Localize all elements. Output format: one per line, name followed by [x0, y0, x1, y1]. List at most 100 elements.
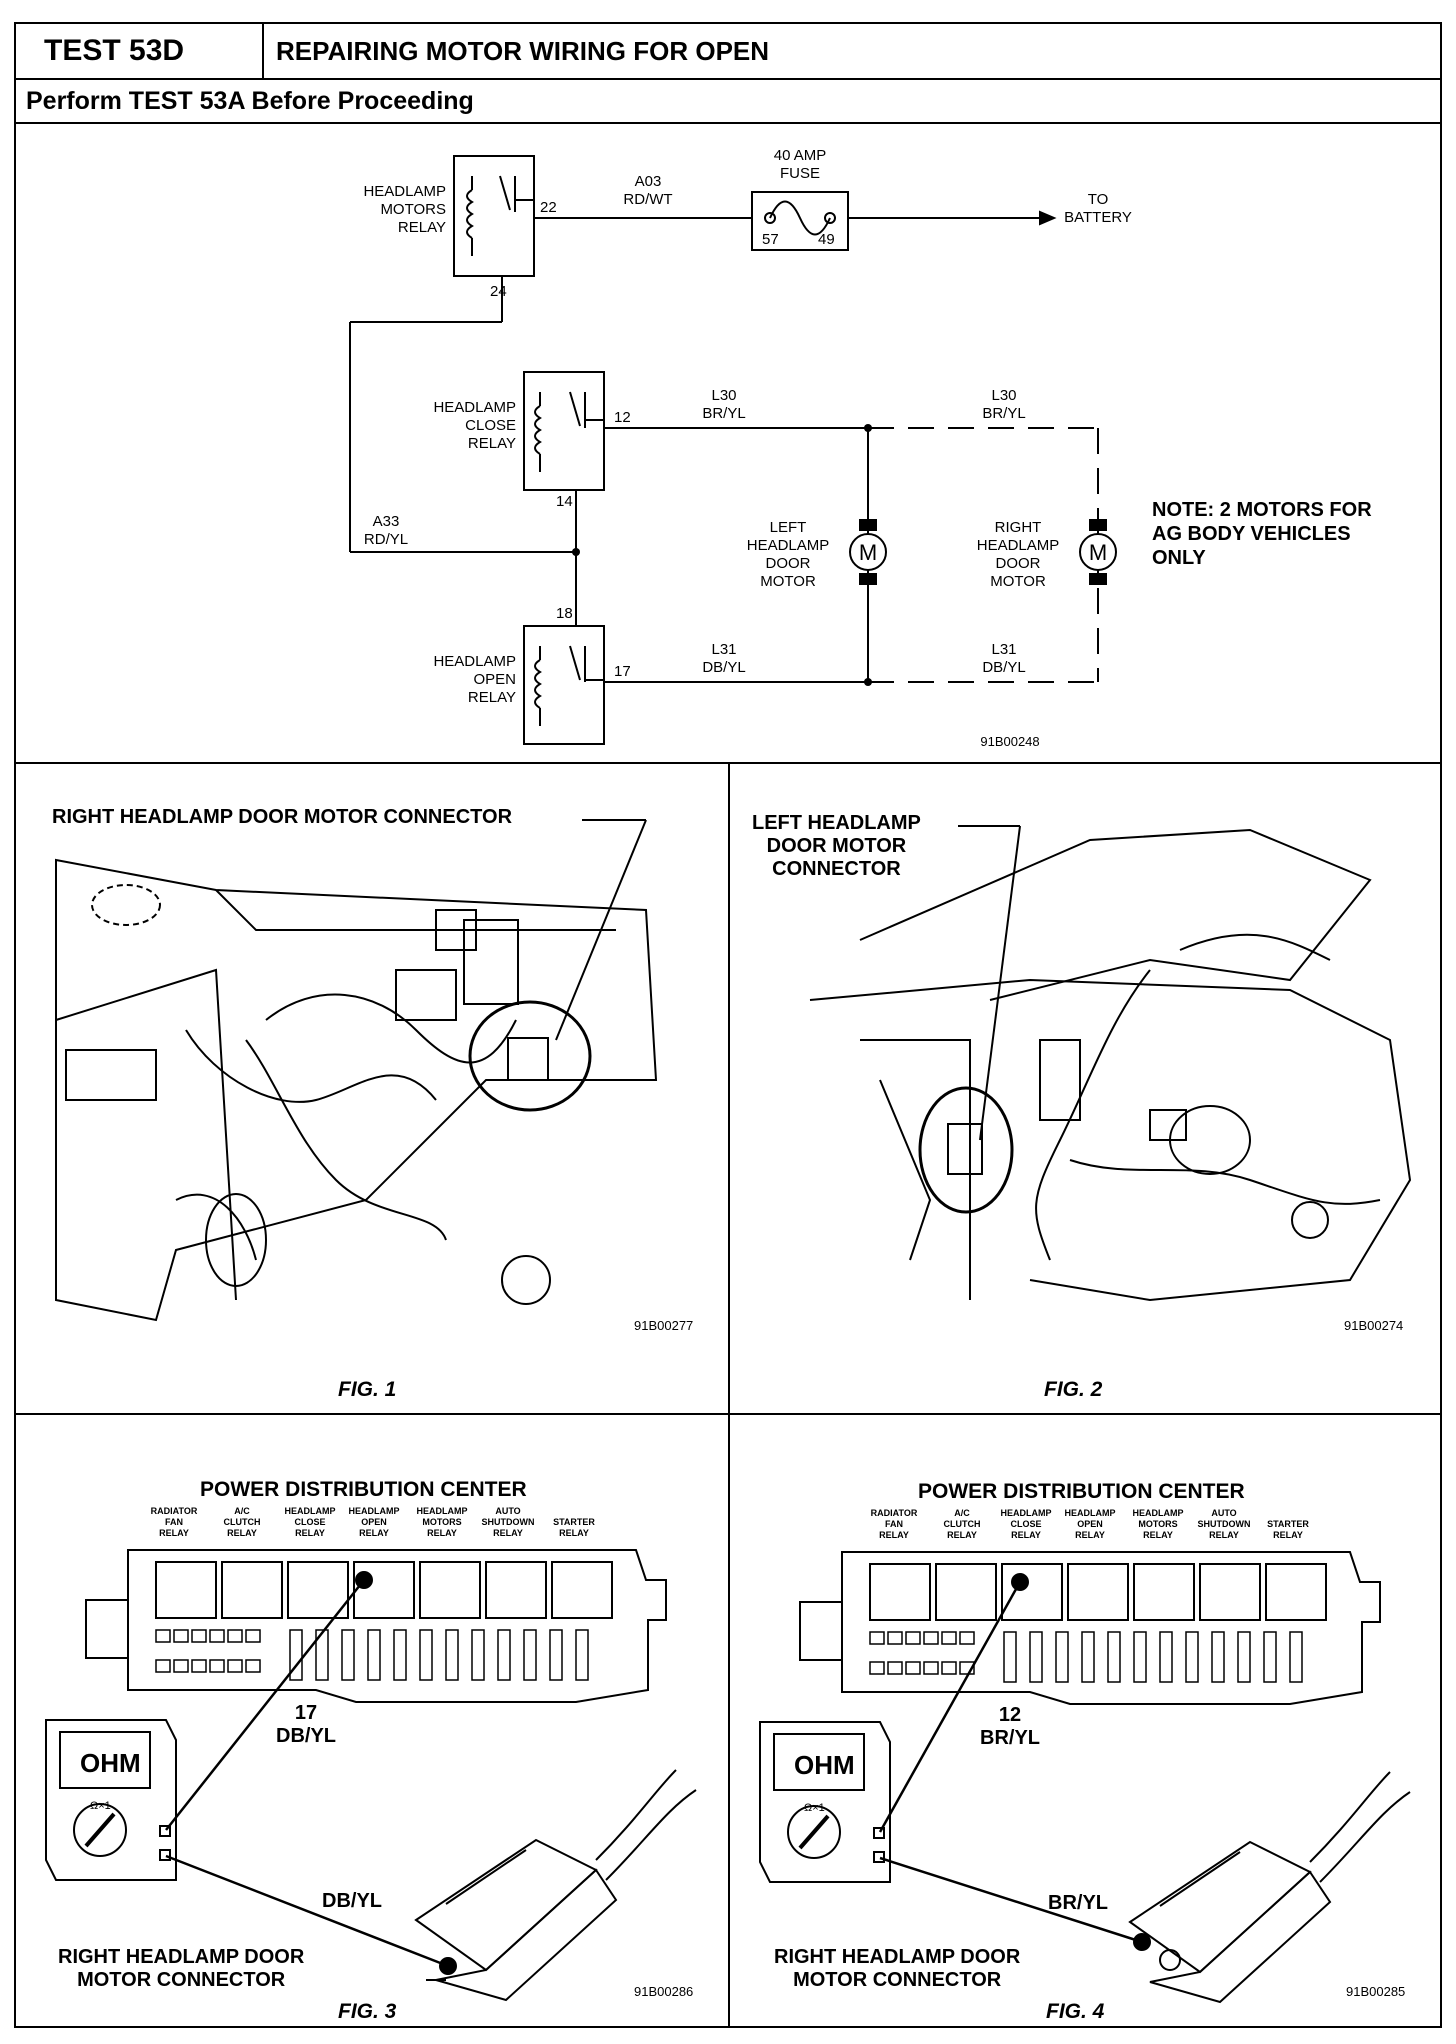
fig1-code: 91B00277 [634, 1318, 694, 1333]
wire-l30-right-id: L30 [991, 387, 1016, 404]
fig3-relay3-line1: HEADLAMP [285, 1506, 336, 1516]
fig3-pin: 17 DB/YL [276, 1702, 336, 1748]
fig4-relay1-line2: FAN [885, 1519, 903, 1529]
fig4-pin-wire: BR/YL [980, 1727, 1040, 1749]
fig3-illustration [45, 1549, 697, 2002]
left-motor-line4: MOTOR [760, 573, 816, 590]
wire-l31-right-color: DB/YL [982, 659, 1025, 676]
pin-22: 22 [540, 199, 557, 216]
wire-a33-id: A33 [373, 513, 400, 530]
close-relay-line1: HEADLAMP [433, 399, 516, 416]
wire-l30-right-color: BR/YL [982, 405, 1025, 422]
fig3-wire-label: DB/YL [322, 1890, 382, 1912]
fuse-pin-49: 49 [818, 231, 835, 248]
close-relay-line3: RELAY [468, 435, 516, 452]
fig4-connector-line1: RIGHT HEADLAMP DOOR [774, 1946, 1021, 1968]
fig4-pin-number: 12 [998, 1704, 1022, 1726]
wire-l31-left-id: L31 [711, 641, 736, 658]
fig4-relay6-line1: AUTO [1211, 1508, 1236, 1518]
fig1-illustration [55, 819, 658, 1322]
fig3-connector-line1: RIGHT HEADLAMP DOOR [58, 1946, 305, 1968]
fig4-relay6-line2: SHUTDOWN [1198, 1519, 1251, 1529]
fig1-caption: FIG. 1 [338, 1378, 397, 1401]
note-line3: ONLY [1152, 547, 1206, 569]
fig4-relay2-line2: CLUTCH [944, 1519, 981, 1529]
fig3-pin-wire: DB/YL [276, 1725, 336, 1747]
fig3-relay2-line1: A/C [234, 1506, 250, 1516]
right-motor-line1: RIGHT [995, 519, 1042, 536]
fig3-relay1-line1: RADIATOR [151, 1506, 198, 1516]
fig3-connector-label: RIGHT HEADLAMP DOOR MOTOR CONNECTOR [58, 1946, 304, 1992]
wiring-schematic: M M HEADLAMP MOTORS RELAY 22 24 A03 RD/W… [349, 147, 1372, 749]
fig3-relay4-line2: OPEN [361, 1517, 387, 1527]
fig3-caption: FIG. 3 [338, 2000, 397, 2023]
motors-relay-line3: RELAY [398, 219, 446, 236]
pin-17: 17 [614, 663, 631, 680]
fig4-relay5-line2: MOTORS [1138, 1519, 1177, 1529]
fig3-code: 91B00286 [634, 1984, 694, 1999]
fig2-code: 91B00274 [1344, 1318, 1404, 1333]
fig3-relay6-line1: AUTO [495, 1506, 520, 1516]
fig4-relay4-line3: RELAY [1075, 1530, 1105, 1540]
fig3-relay7-line1: STARTER [553, 1517, 595, 1527]
fig4-relay5-line1: HEADLAMP [1133, 1508, 1184, 1518]
pin-12: 12 [614, 409, 631, 426]
close-relay-line2: CLOSE [465, 417, 516, 434]
divider-columns [728, 762, 730, 2028]
fig4-wire-label: BR/YL [1048, 1892, 1108, 1914]
fig2-illustration [809, 825, 1412, 1302]
fig4-relay-labels: RADIATOR FAN RELAY A/C CLUTCH RELAY HEAD… [871, 1508, 1310, 1540]
fig4-meter-display: OHM [794, 1750, 855, 1780]
fig3-relay7-line2: RELAY [559, 1528, 589, 1538]
fig4-relay3-line3: RELAY [1011, 1530, 1041, 1540]
fig4-relay3-line1: HEADLAMP [1001, 1508, 1052, 1518]
fig2-caption: FIG. 2 [1044, 1378, 1103, 1401]
fig3-pin-number: 17 [294, 1702, 318, 1724]
fig3-relay4-line3: RELAY [359, 1528, 389, 1538]
fig4-relay4-line1: HEADLAMP [1065, 1508, 1116, 1518]
left-motor-line2: HEADLAMP [747, 537, 830, 554]
fig3-relay2-line3: RELAY [227, 1528, 257, 1538]
pin-24: 24 [490, 283, 507, 300]
fig3-relay4-line1: HEADLAMP [349, 1506, 400, 1516]
fig2-callout-line1: LEFT HEADLAMP [752, 812, 921, 834]
fig4-relay7-line1: STARTER [1267, 1519, 1309, 1529]
fig4-illustration [759, 1551, 1411, 2004]
fig4-relay2-line3: RELAY [947, 1530, 977, 1540]
right-motor-symbol: M [1089, 540, 1107, 565]
fig3-relay6-line3: RELAY [493, 1528, 523, 1538]
fig4-relay4-line2: OPEN [1077, 1519, 1103, 1529]
prerequisite-note: Perform TEST 53A Before Proceeding [14, 78, 1442, 124]
fig3-relay5-line3: RELAY [427, 1528, 457, 1538]
fig3-relay3-line2: CLOSE [294, 1517, 325, 1527]
fig4-relay3-line2: CLOSE [1010, 1519, 1041, 1529]
to-battery-line2: BATTERY [1064, 209, 1132, 226]
fuse-rating: 40 AMP [774, 147, 827, 164]
wire-a03-id: A03 [635, 173, 662, 190]
left-motor-line1: LEFT [770, 519, 807, 536]
note-line2: AG BODY VEHICLES [1152, 523, 1351, 545]
fig4-relay5-line3: RELAY [1143, 1530, 1173, 1540]
wire-l31-right-id: L31 [991, 641, 1016, 658]
right-motor-line4: MOTOR [990, 573, 1046, 590]
fig3-pdc-title: POWER DISTRIBUTION CENTER [200, 1478, 527, 1501]
fig3-meter-display: OHM [80, 1748, 141, 1778]
fig3-relay5-line1: HEADLAMP [417, 1506, 468, 1516]
open-relay-line1: HEADLAMP [433, 653, 516, 670]
fig3-relay3-line3: RELAY [295, 1528, 325, 1538]
pin-18: 18 [556, 605, 573, 622]
wire-a03-color: RD/WT [623, 191, 672, 208]
right-motor-line3: DOOR [996, 555, 1041, 572]
fig4-connector-line2: MOTOR CONNECTOR [793, 1969, 1002, 1991]
fig4-relay1-line1: RADIATOR [871, 1508, 918, 1518]
wire-a33-color: RD/YL [364, 531, 408, 548]
wire-l30-left-color: BR/YL [702, 405, 745, 422]
left-motor-symbol: M [859, 540, 877, 565]
fig3-relay-labels: RADIATOR FAN RELAY A/C CLUTCH RELAY HEAD… [151, 1506, 596, 1538]
fig4-caption: FIG. 4 [1046, 2000, 1105, 2023]
open-relay-line3: RELAY [468, 689, 516, 706]
fig4-relay1-line3: RELAY [879, 1530, 909, 1540]
fig4-pdc-title: POWER DISTRIBUTION CENTER [918, 1480, 1245, 1503]
fig3-relay1-line3: RELAY [159, 1528, 189, 1538]
fig3-relay2-line2: CLUTCH [224, 1517, 261, 1527]
